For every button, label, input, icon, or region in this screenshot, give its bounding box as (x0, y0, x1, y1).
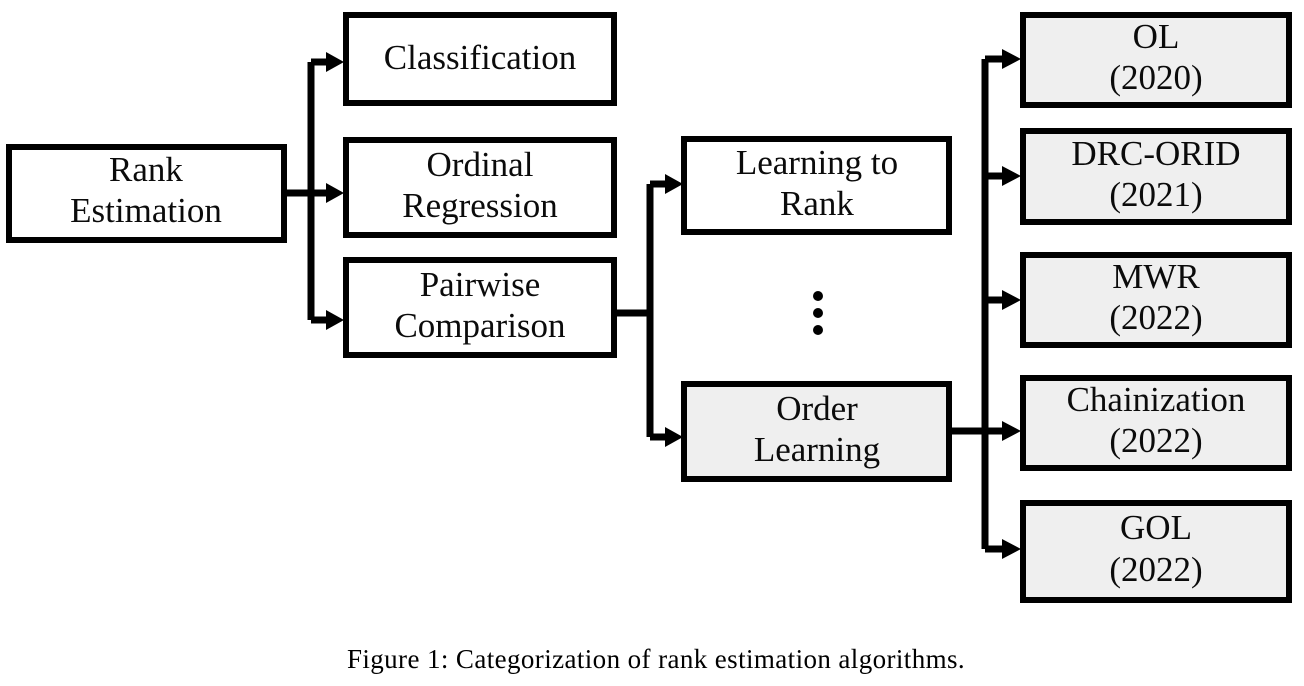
ellipsis-dot-middle (813, 308, 823, 318)
node-method-chainization-box[interactable] (1020, 375, 1292, 471)
connector-group-root-to-categories (287, 52, 344, 330)
node-ordinal-regression-line2: Regression (402, 186, 558, 225)
node-method-drc-orid[interactable]: DRC-ORID (2021) (1020, 128, 1292, 225)
node-learning-to-rank-box[interactable] (681, 136, 952, 235)
node-rank-estimation[interactable]: Rank Estimation (6, 144, 287, 243)
node-learning-to-rank[interactable]: Learning to Rank (681, 136, 952, 235)
ellipsis-icon (813, 291, 823, 335)
arrow-head-learning-to-rank (665, 174, 683, 194)
connector-group-pairwise-to-approaches (615, 174, 683, 447)
node-rank-estimation-box[interactable] (6, 144, 287, 243)
arrow-head-method-drc-orid (1002, 166, 1021, 186)
node-ordinal-regression[interactable]: Ordinal Regression (343, 137, 617, 238)
node-learning-to-rank-line1: Learning to (736, 143, 898, 182)
node-classification-box[interactable] (343, 12, 617, 106)
connector-group-order-learning-to-methods (950, 49, 1021, 559)
node-method-chainization[interactable]: Chainization (2022) (1020, 375, 1292, 471)
node-order-learning-box[interactable] (681, 381, 952, 482)
arrow-head-ordinal-regression (326, 183, 344, 203)
node-method-ol[interactable]: OL (2020) (1020, 12, 1292, 108)
arrow-head-method-mwr (1002, 290, 1021, 310)
node-order-learning[interactable]: Order Learning (681, 381, 952, 482)
node-method-gol-line1: GOL (1120, 508, 1192, 547)
node-method-drc-orid-line1: DRC-ORID (1071, 134, 1240, 173)
node-classification[interactable]: Classification (343, 12, 617, 106)
node-pairwise-comparison[interactable]: Pairwise Comparison (343, 257, 617, 358)
node-ordinal-regression-box[interactable] (343, 137, 617, 238)
node-method-mwr-line2: (2022) (1109, 298, 1202, 337)
node-method-ol-line1: OL (1133, 17, 1180, 56)
node-learning-to-rank-line2: Rank (780, 184, 854, 223)
node-pairwise-comparison-box[interactable] (343, 257, 617, 358)
arrow-head-method-chainization (1002, 421, 1021, 441)
arrow-head-method-gol (1002, 539, 1021, 559)
arrow-head-method-ol (1002, 49, 1021, 69)
arrow-head-pairwise-comparison (326, 310, 344, 330)
node-method-ol-box[interactable] (1020, 12, 1292, 108)
node-method-mwr-box[interactable] (1020, 252, 1292, 348)
node-method-chainization-line2: (2022) (1109, 421, 1202, 460)
node-pairwise-comparison-line2: Comparison (394, 306, 565, 345)
node-method-chainization-line1: Chainization (1067, 380, 1246, 419)
ellipsis-dot-bottom (813, 325, 823, 335)
node-classification-line1: Classification (384, 38, 576, 77)
figure-caption: Figure 1: Categorization of rank estimat… (347, 644, 965, 674)
node-method-mwr-line1: MWR (1112, 257, 1200, 296)
arrow-head-order-learning (665, 427, 683, 447)
node-rank-estimation-line1: Rank (109, 150, 183, 189)
node-rank-estimation-line2: Estimation (70, 191, 222, 230)
node-pairwise-comparison-line1: Pairwise (420, 265, 541, 304)
node-method-gol-line2: (2022) (1109, 550, 1202, 589)
ellipsis-dot-top (813, 291, 823, 301)
node-method-gol-box[interactable] (1020, 500, 1292, 603)
node-order-learning-line2: Learning (754, 430, 880, 469)
node-method-mwr[interactable]: MWR (2022) (1020, 252, 1292, 348)
node-order-learning-line1: Order (776, 389, 858, 428)
arrow-head-classification (326, 52, 344, 72)
node-method-drc-orid-line2: (2021) (1109, 175, 1202, 214)
node-ordinal-regression-line1: Ordinal (427, 145, 534, 184)
node-method-gol[interactable]: GOL (2022) (1020, 500, 1292, 603)
node-method-drc-orid-box[interactable] (1020, 128, 1292, 225)
node-method-ol-line2: (2020) (1109, 58, 1202, 97)
